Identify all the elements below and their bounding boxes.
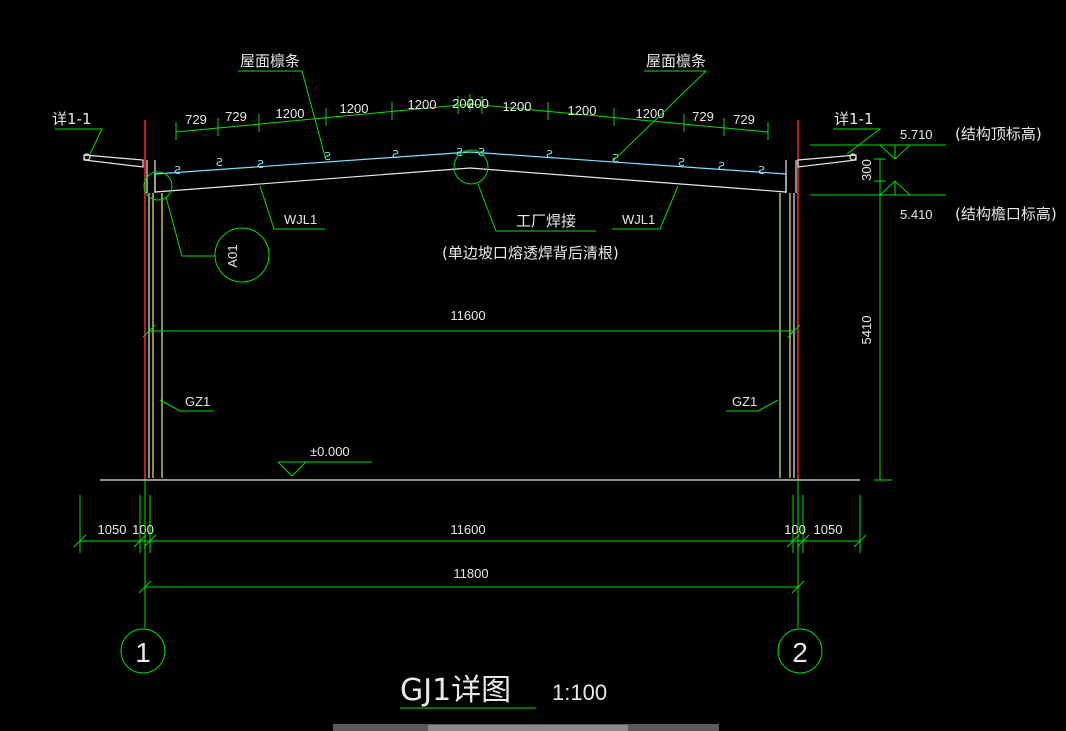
beam-label-left: WJL1 bbox=[284, 212, 317, 227]
eave-left bbox=[83, 153, 144, 168]
axis-span-label: 11800 bbox=[453, 566, 488, 581]
eave-elevation-note: (结构檐口标高) bbox=[955, 205, 1057, 223]
height-dim-5410: 5410 bbox=[859, 316, 874, 345]
svg-text:Ƨ: Ƨ bbox=[216, 156, 223, 169]
axis-label-2: 2 bbox=[792, 637, 808, 668]
purlin-dim-9: 1200 bbox=[568, 103, 597, 118]
purlin-leader-right bbox=[613, 70, 708, 161]
beam-leader-left bbox=[259, 185, 325, 230]
beam-leader-right bbox=[612, 185, 679, 230]
weld-title: 工厂焊接 bbox=[516, 212, 576, 230]
svg-text:Ƨ: Ƨ bbox=[758, 164, 765, 177]
node-circle bbox=[143, 171, 173, 201]
detail-leader-left bbox=[55, 128, 103, 155]
node-bubble bbox=[214, 227, 270, 283]
ridge-weld-circle bbox=[453, 149, 489, 185]
purlin-marks: Ƨ Ƨ Ƨ Ƨ Ƨ Ƨ Ƨ Ƨ Ƨ Ƨ Ƨ Ƨ bbox=[174, 146, 765, 177]
bottom-dimension-chain bbox=[73, 495, 867, 553]
purlin-leader-left bbox=[238, 70, 327, 161]
height-dim-300: 300 bbox=[859, 159, 874, 181]
purlin-dim-8: 1200 bbox=[503, 99, 532, 114]
axis-bubble-2 bbox=[777, 628, 823, 674]
eave-right bbox=[797, 153, 857, 168]
bottom-dim-11600: 11600 bbox=[450, 522, 485, 537]
eave-elevation-value: 5.410 bbox=[900, 207, 933, 222]
height-dimension bbox=[874, 158, 892, 481]
scrollbar-thumb[interactable] bbox=[428, 725, 628, 731]
inner-span-dimension bbox=[142, 324, 801, 338]
svg-text:Ƨ: Ƨ bbox=[257, 158, 264, 171]
purlin-dimension-chain bbox=[175, 94, 769, 140]
svg-text:Ƨ: Ƨ bbox=[718, 160, 725, 173]
purlin-dim-10: 1200 bbox=[636, 106, 665, 121]
node-bubble-label: A01 bbox=[225, 244, 240, 267]
svg-text:Ƨ: Ƨ bbox=[546, 148, 553, 161]
purlin-dim-3: 1200 bbox=[276, 106, 305, 121]
ground-elevation-marker bbox=[277, 461, 372, 477]
axis-bubble-1 bbox=[120, 628, 166, 674]
column-label-right: GZ1 bbox=[732, 394, 757, 409]
ground-elevation-label: ±0.000 bbox=[310, 444, 350, 459]
purlin-dim-5: 1200 bbox=[408, 97, 437, 112]
top-elevation-note: (结构顶标高) bbox=[955, 125, 1042, 143]
column-right bbox=[779, 160, 797, 478]
svg-text:Ƨ: Ƨ bbox=[174, 164, 181, 177]
svg-text:Ƨ: Ƨ bbox=[478, 146, 485, 159]
purlin-dim-4: 1200 bbox=[340, 101, 369, 116]
purlin-dim-12: 729 bbox=[733, 112, 755, 127]
column-leader-left bbox=[159, 399, 214, 412]
column-left bbox=[146, 160, 163, 478]
node-leader bbox=[165, 196, 215, 257]
purlin-dim-1: 729 bbox=[185, 112, 207, 127]
elevation-marker-top bbox=[810, 144, 946, 160]
drawing-scale: 1:100 bbox=[552, 680, 607, 705]
purlin-dim-7: 200 bbox=[467, 96, 489, 111]
svg-text:Ƨ: Ƨ bbox=[324, 150, 331, 163]
purlin-label-left: 屋面檩条 bbox=[240, 52, 300, 70]
weld-note: (单边坡口熔透焊背后清根) bbox=[442, 244, 619, 262]
purlin-dim-6: 200 bbox=[452, 96, 474, 111]
weld-leader bbox=[477, 183, 596, 232]
purlin-label-right: 屋面檩条 bbox=[646, 52, 706, 70]
drawing-title: GJ1详图 bbox=[400, 673, 511, 708]
bottom-dim-1050-left: 1050 bbox=[98, 522, 127, 537]
detail-label-right: 详1-1 bbox=[834, 110, 874, 128]
bottom-dim-100-left: 100 bbox=[132, 522, 154, 537]
elevation-marker-eave bbox=[810, 180, 946, 196]
purlin-dim-2: 729 bbox=[225, 109, 247, 124]
axis-label-1: 1 bbox=[135, 637, 151, 668]
bottom-dim-100-right: 100 bbox=[784, 522, 806, 537]
roof-frame bbox=[154, 151, 787, 193]
purlin-dim-11: 729 bbox=[692, 109, 714, 124]
svg-text:Ƨ: Ƨ bbox=[678, 156, 685, 169]
detail-leader-right bbox=[833, 128, 882, 155]
bottom-dim-1050-right: 1050 bbox=[814, 522, 843, 537]
column-leader-right bbox=[726, 399, 779, 412]
horizontal-scrollbar[interactable] bbox=[333, 724, 719, 731]
beam-label-right: WJL1 bbox=[622, 212, 655, 227]
column-label-left: GZ1 bbox=[185, 394, 210, 409]
axis-span-dimension bbox=[138, 480, 805, 628]
svg-text:Ƨ: Ƨ bbox=[456, 146, 463, 159]
inner-span-label: 11600 bbox=[450, 308, 485, 323]
svg-text:Ƨ: Ƨ bbox=[392, 148, 399, 161]
detail-label-left: 详1-1 bbox=[52, 110, 92, 128]
top-elevation-value: 5.710 bbox=[900, 127, 933, 142]
